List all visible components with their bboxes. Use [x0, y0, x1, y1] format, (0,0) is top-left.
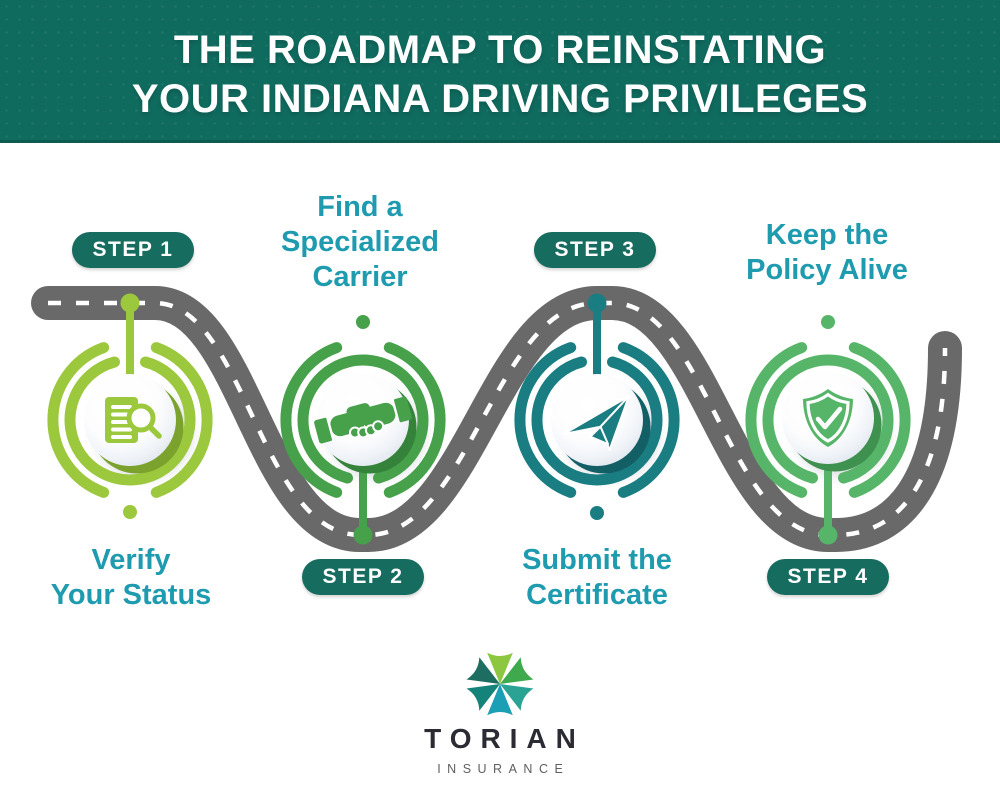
- handshake-icon: [314, 396, 412, 444]
- step-3-label: Submit the Certificate: [522, 543, 672, 613]
- logo-petal: [487, 652, 513, 684]
- logo-name: TORIAN: [424, 723, 585, 754]
- step-2-road-dot: [353, 525, 373, 545]
- page-title-line-1: THE ROADMAP TO REINSTATING: [173, 28, 827, 72]
- step-2-inner-ring: [297, 354, 429, 484]
- step-1-inner-ring: [64, 356, 196, 486]
- header-banner: THE ROADMAP TO REINSTATING YOUR INDIANA …: [0, 0, 1000, 143]
- step-4-node: [745, 315, 911, 545]
- step-1-road-dot: [120, 293, 140, 313]
- step-3-label-line: Certificate: [526, 578, 668, 611]
- page-title: THE ROADMAP TO REINSTATING YOUR INDIANA …: [0, 0, 1000, 124]
- step-2-label-line: Carrier: [312, 260, 408, 293]
- shield-shape: [803, 389, 853, 447]
- logo-petal: [500, 657, 534, 684]
- step-4-outer-arc-left: [745, 342, 808, 498]
- step-4-road-dot: [818, 525, 838, 545]
- step-4-inner-ring: [762, 354, 894, 484]
- shield-check-icon: [803, 389, 853, 447]
- step-3-inner-ring: [531, 356, 663, 486]
- step-2-node: [280, 315, 446, 545]
- step-2-outer-arc-left: [280, 342, 343, 498]
- step-1-badge: STEP 1: [72, 232, 194, 268]
- logo-petal: [466, 684, 500, 711]
- step-4-outer-arc-right: [848, 342, 911, 498]
- step-2-label: Find a Specialized Carrier: [281, 190, 439, 294]
- handshake-finger: [372, 420, 385, 433]
- document-line: [111, 405, 132, 409]
- step-2-label-line: Find a: [317, 191, 403, 223]
- document-line: [111, 427, 132, 432]
- magnifier-lens: [126, 403, 156, 433]
- step-4-small-dot: [821, 315, 835, 329]
- shield-check-mark: [815, 406, 843, 430]
- step-1-small-dot: [123, 505, 137, 519]
- step-4-badge: STEP 4: [767, 559, 889, 595]
- step-2-badge: STEP 2: [302, 559, 424, 595]
- step-3-label-line: Submit the: [522, 544, 672, 576]
- step-1-label-line: Verify: [91, 544, 171, 576]
- shield-inner-outline: [806, 392, 850, 443]
- step-3-small-dot: [590, 506, 604, 520]
- step-3-outer-arc-left: [514, 342, 577, 498]
- logo-petal: [466, 657, 500, 684]
- plane-tail: [589, 425, 610, 446]
- step-3-outer-arc-right: [617, 342, 680, 498]
- document-line: [111, 435, 132, 439]
- document-line: [111, 420, 132, 424]
- road-centerline: [48, 300, 948, 538]
- step-4-label: Keep the Policy Alive: [746, 218, 908, 288]
- logo-subtitle: INSURANCE: [437, 762, 570, 776]
- document-search-icon: [105, 397, 162, 443]
- company-logo: TORIAN INSURANCE: [0, 648, 1000, 776]
- step-4-label-line: Keep the: [765, 219, 889, 251]
- handshake-thumb: [346, 403, 370, 417]
- step-1-outer-arc-left: [47, 342, 110, 498]
- handshake-gap: [391, 398, 401, 424]
- step-2-small-dot: [356, 315, 370, 329]
- pinwheel-logo-icon: [466, 652, 534, 716]
- logo-petal: [500, 684, 534, 711]
- step-2-label-line: Specialized: [281, 225, 439, 258]
- step-1-label-line: Your Status: [50, 578, 212, 611]
- step-1-node: [47, 293, 213, 519]
- step-4-label-line: Policy Alive: [746, 253, 908, 286]
- road: [31, 286, 962, 552]
- step-3-badge: STEP 3: [534, 232, 656, 268]
- step-2-outer-arc-right: [383, 342, 446, 498]
- paper-plane-icon: [563, 395, 630, 452]
- step-3-road-dot: [587, 293, 607, 313]
- step-1-label: Verify Your Status: [51, 543, 212, 613]
- step-1-outer-arc-right: [150, 342, 213, 498]
- logo-petal: [487, 684, 513, 716]
- magnifier-handle: [147, 424, 162, 439]
- step-3-node: [514, 293, 680, 520]
- handshake-gap: [325, 416, 335, 442]
- page-title-line-2: YOUR INDIANA DRIVING PRIVILEGES: [131, 76, 869, 121]
